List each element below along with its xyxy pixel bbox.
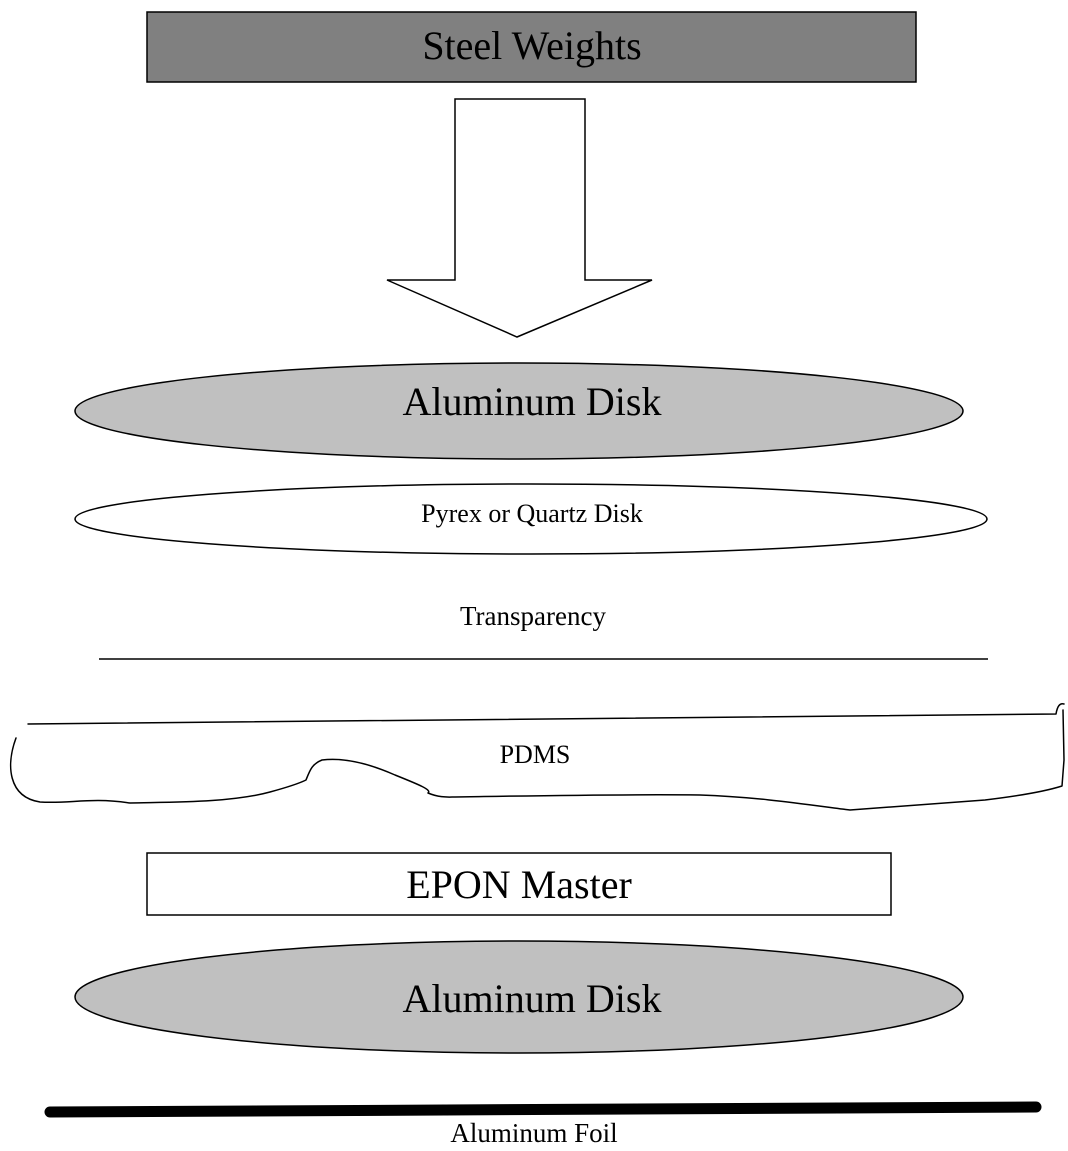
steel-weights-block: Steel Weights [146,11,917,83]
pdms-layer: PDMS [9,702,1065,811]
aluminum-foil-label: Aluminum Foil [450,1118,617,1148]
epon-master-label: EPON Master [406,862,632,907]
aluminum-disk-top-label: Aluminum Disk [403,379,662,424]
aluminum-foil-line [44,1101,1042,1118]
transparency-label: Transparency [460,601,606,631]
down-arrow-icon [386,98,653,338]
pyrex-quartz-disk-label: Pyrex or Quartz Disk [421,499,643,528]
steel-weights-label: Steel Weights [422,23,641,68]
aluminum-foil-layer: Aluminum Foil [44,1101,1042,1148]
aluminum-disk-bottom-shape [74,940,964,1054]
pdms-outline [9,702,1065,811]
steel-weights-rect [146,11,917,83]
pyrex-quartz-disk-shape [74,483,988,555]
epon-master-block: EPON Master [146,852,892,916]
pdms-label: PDMS [500,740,571,769]
aluminum-disk-top: Aluminum Disk [74,362,964,460]
aluminum-disk-bottom-label: Aluminum Disk [403,976,662,1021]
epon-master-rect [146,852,892,916]
aluminum-disk-top-shape [74,362,964,460]
aluminum-disk-bottom: Aluminum Disk [74,940,964,1054]
transparency-layer: Transparency [99,601,988,660]
pyrex-quartz-disk: Pyrex or Quartz Disk [74,483,988,555]
